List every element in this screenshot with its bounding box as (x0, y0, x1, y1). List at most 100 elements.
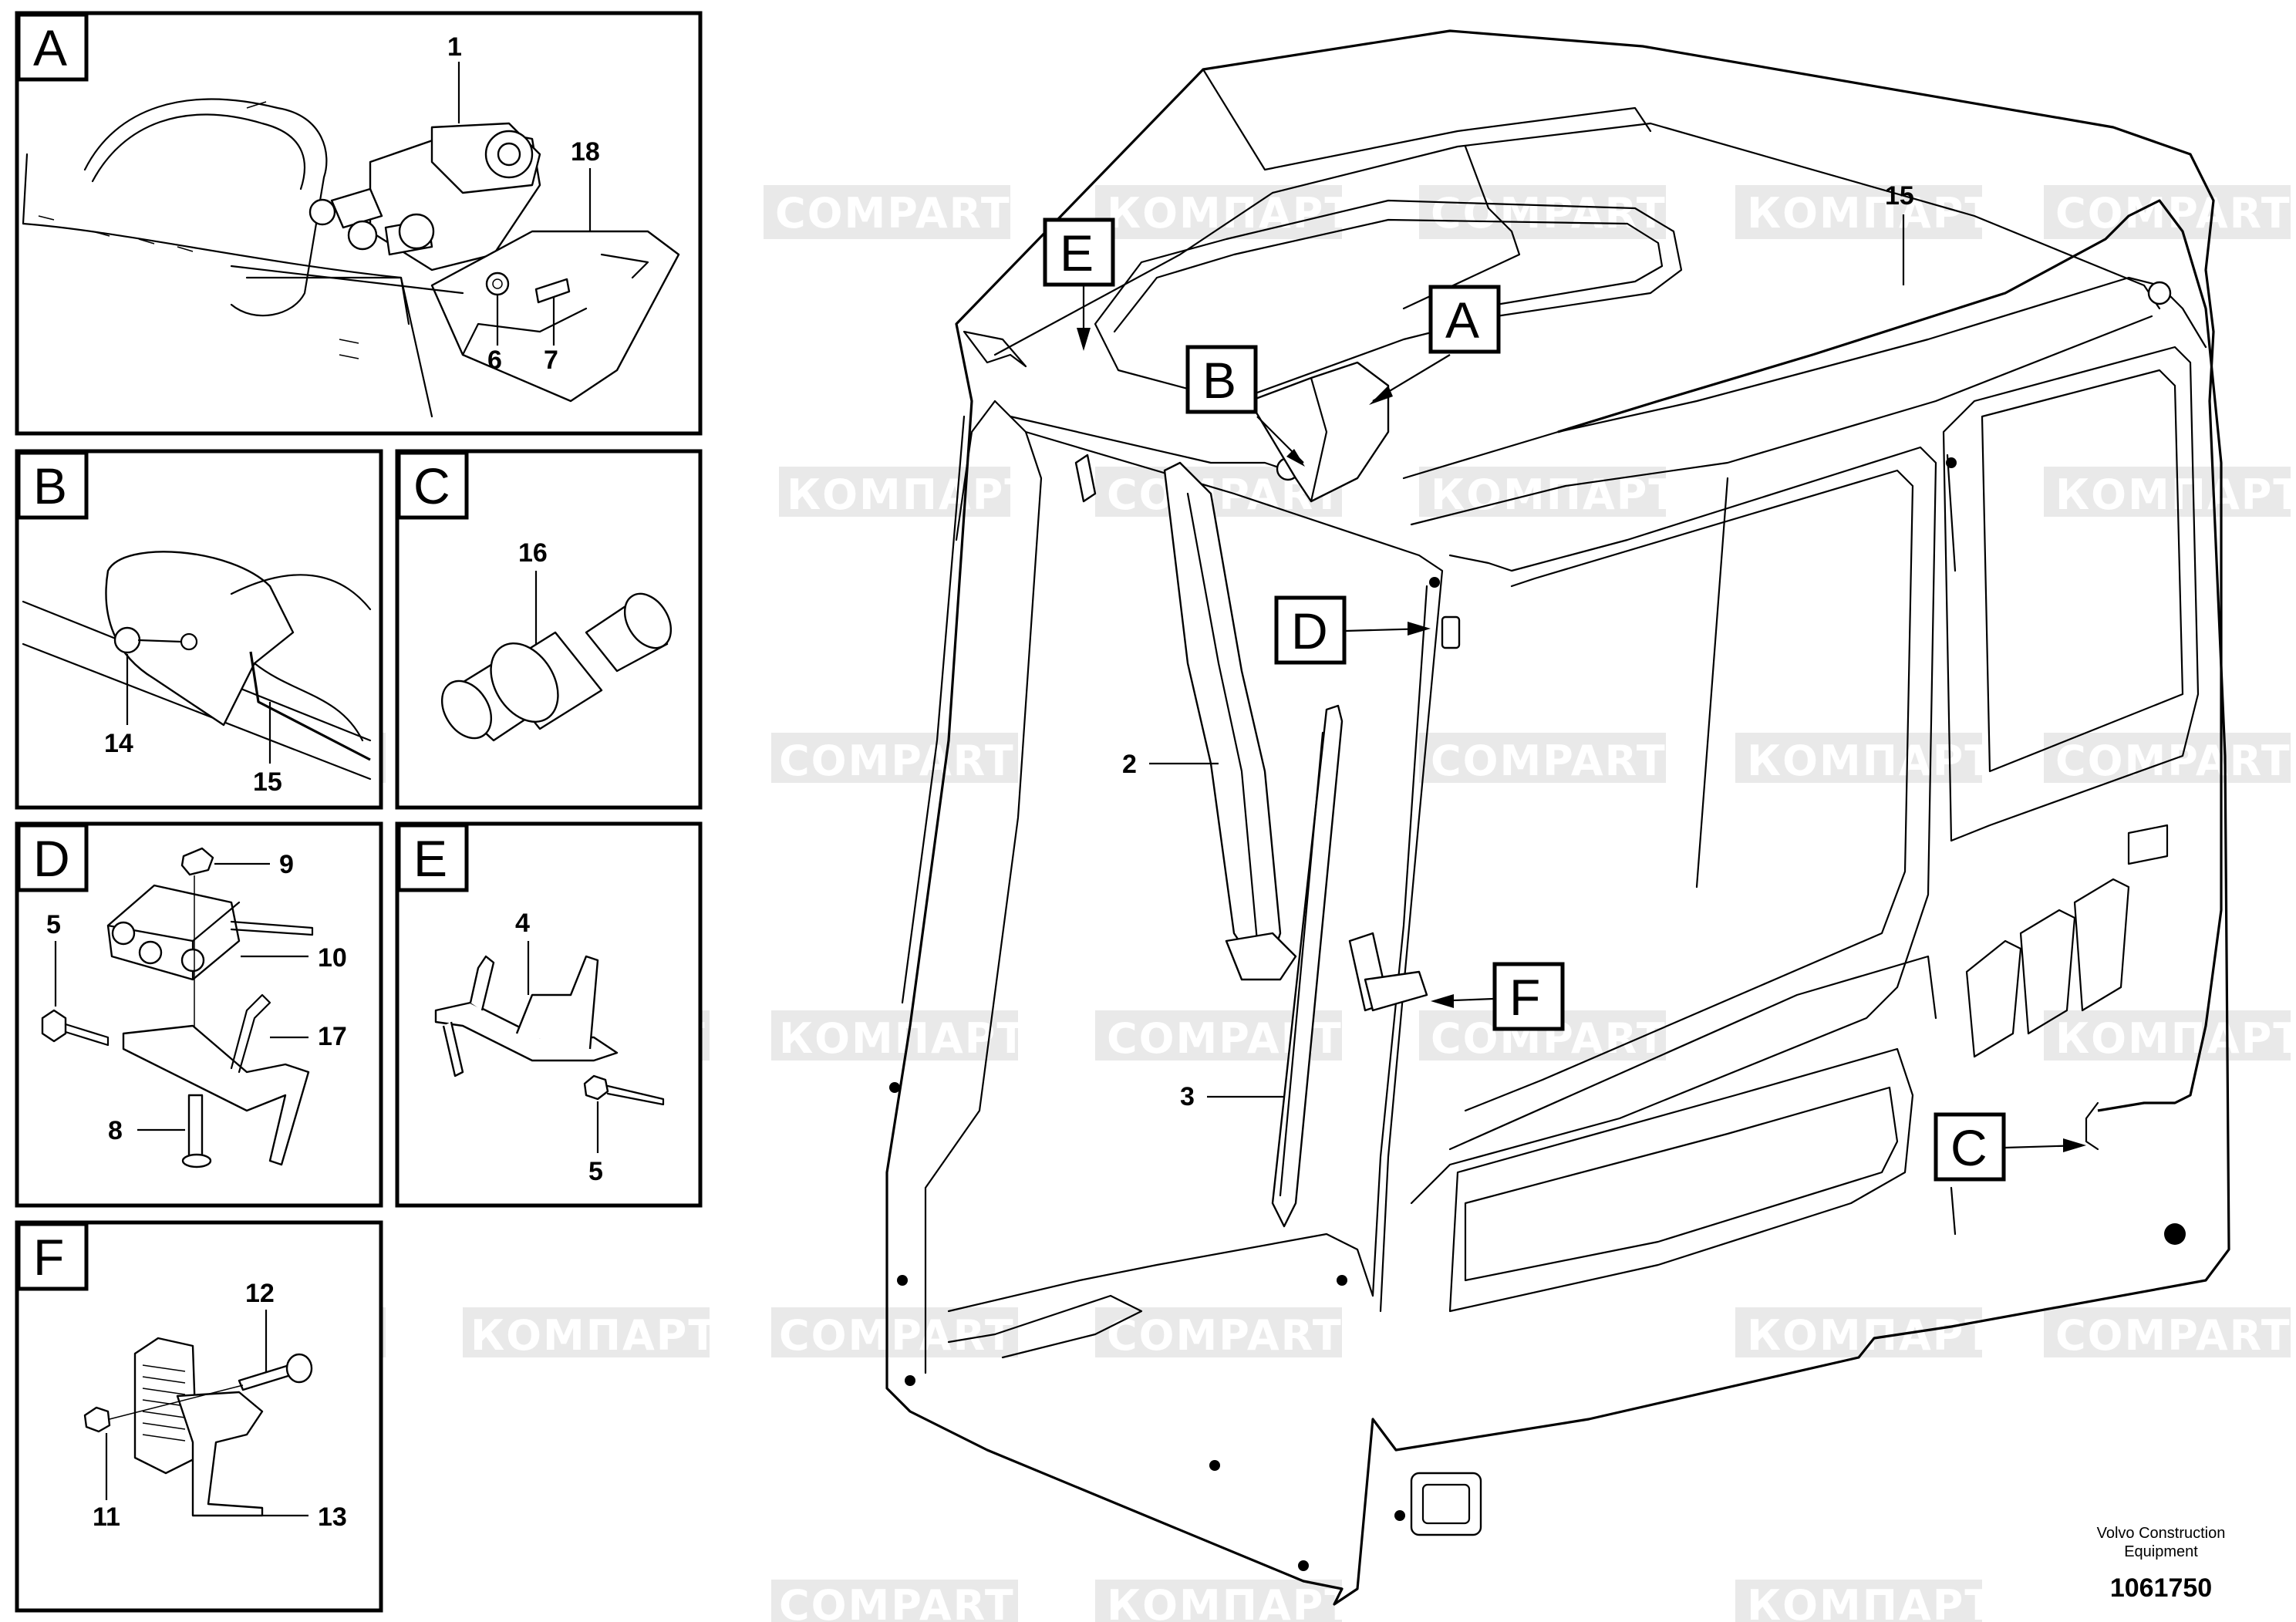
part-label: 17 (318, 1022, 347, 1051)
watermark-logo: КОМПАРТ (2044, 467, 2296, 519)
svg-text:КОМПАРТ: КОМПАРТ (2055, 1014, 2296, 1063)
part-label: 15 (1885, 181, 1914, 211)
part-label: 16 (518, 538, 548, 568)
watermark-logo: КОМПАРТ (1095, 1580, 1353, 1622)
panel-c: C 16 (395, 449, 703, 810)
bracket (176, 1391, 264, 1517)
svg-text:COMPART: COMPART (779, 737, 1015, 785)
panel-a: A 1 18 6 7 (15, 11, 703, 436)
part-label: 12 (245, 1279, 275, 1308)
svg-text:COMPART: COMPART (1431, 189, 1667, 238)
svg-text:КОМПАРТ: КОМПАРТ (787, 470, 1034, 519)
watermark-logo: КОМПАРТ (2044, 1010, 2296, 1063)
screw (41, 1009, 67, 1043)
part-label: 5 (588, 1157, 603, 1186)
svg-text:COMPART: COMPART (1431, 737, 1667, 785)
svg-text:COMPART: COMPART (779, 1581, 1015, 1622)
screw (583, 1074, 609, 1101)
footer: Volvo Construction Equipment 1061750 (2097, 1525, 2226, 1603)
svg-text:КОМПАРТ: КОМПАРТ (2055, 470, 2296, 519)
hose (249, 651, 371, 761)
company-name-line2: Equipment (2124, 1543, 2198, 1560)
callout-e (1043, 218, 1115, 287)
nut (113, 626, 141, 654)
part-label: 7 (544, 346, 558, 375)
callout-d-letter: D (1291, 602, 1328, 659)
door-handle (1410, 1472, 1482, 1536)
panel-f: F 12 11 13 (15, 1220, 383, 1613)
panel-b: B 14 15 (15, 449, 383, 810)
sensor-cover (105, 551, 295, 727)
bracket (122, 1024, 310, 1166)
part-label: 18 (571, 137, 600, 167)
callout-d (1274, 595, 1347, 665)
part-label: 4 (515, 909, 530, 938)
svg-text:COMPART: COMPART (779, 1311, 1015, 1360)
watermark-logo: COMPART (1419, 1010, 1666, 1063)
svg-text:КОМПАРТ: КОМПАРТ (779, 1014, 1027, 1063)
part-label: 1 (447, 32, 462, 62)
callout-c-letter: C (1950, 1119, 1988, 1176)
bracket (434, 955, 619, 1077)
svg-text:КОМПАРТ: КОМПАРТ (1747, 189, 1994, 238)
callout-e-letter: E (1060, 224, 1094, 282)
watermark-logo: КОМПАРТ (1735, 185, 1994, 239)
washer (485, 271, 510, 296)
svg-text:КОМПАРТ: КОМПАРТ (1747, 1311, 1994, 1360)
watermark-logo: COMPART (1419, 185, 1667, 239)
watermark-logo: КОМПАРТ (1735, 1307, 1994, 1360)
part-label: 11 (93, 1502, 120, 1532)
watermark-logo: COMPART (2044, 1307, 2291, 1360)
part-label: 6 (487, 346, 502, 375)
svg-text:КОМПАРТ: КОМПАРТ (470, 1311, 718, 1360)
panel-c-letter: C (413, 457, 450, 514)
part-label: 10 (318, 943, 347, 973)
hose-connector (440, 592, 673, 742)
panel-d-letter: D (33, 830, 70, 887)
watermark-logo: КОМПАРТ (771, 1010, 1027, 1063)
callout-a-letter: A (1445, 292, 1479, 349)
wiper-arm (1163, 461, 1282, 958)
drawing-number: 1061750 (2110, 1573, 2212, 1603)
part-label: 3 (1180, 1082, 1195, 1111)
watermark-logo: КОМПАРТ (1419, 467, 1678, 519)
motor-housing (1248, 361, 1390, 503)
panel-e: E 4 5 (395, 821, 703, 1208)
svg-text:COMPART: COMPART (1107, 1311, 1343, 1360)
part-label: 8 (108, 1116, 123, 1145)
cab-illustration (885, 29, 2230, 1606)
callout-b-letter: B (1202, 352, 1236, 409)
svg-text:COMPART: COMPART (775, 189, 1011, 238)
panel-b-letter: B (33, 457, 67, 514)
watermark-layer: COMPART COMPART КОМПАРТ COMPART КОМПАРТ … (69, 158, 2296, 1622)
company-name-line1: Volvo Construction (2097, 1525, 2226, 1542)
watermark-logo: COMPART (1419, 733, 1667, 785)
watermark-logo: COMPART (771, 1307, 1018, 1360)
watermark-logo: КОМПАРТ (1735, 1580, 1993, 1622)
screw (534, 278, 571, 304)
screw (187, 1094, 204, 1158)
part-label: 5 (46, 910, 61, 939)
svg-text:КОМПАРТ: КОМПАРТ (1431, 470, 1678, 519)
watermark-logo: COMPART (771, 733, 1018, 785)
watermark-logo: КОМПАРТ (463, 1307, 718, 1360)
svg-text:КОМПАРТ: КОМПАРТ (1747, 737, 1994, 785)
panel-a-letter: A (33, 19, 67, 76)
part-label: 9 (279, 850, 294, 879)
svg-text:COMPART: COMPART (2055, 737, 2291, 785)
part-label: 14 (104, 729, 133, 758)
watermark-logo: COMPART (771, 1580, 1018, 1622)
main-callouts: A B D E F C 15 2 3 (1043, 181, 2086, 1182)
callout-c (1934, 1112, 2006, 1182)
callout-a (1428, 285, 1501, 354)
part-label: 13 (318, 1502, 347, 1532)
nut (180, 847, 214, 876)
washer-hose (1557, 199, 2223, 1112)
part-label: 2 (1122, 750, 1137, 779)
panel-f-letter: F (33, 1229, 64, 1286)
svg-text:COMPART: COMPART (2055, 1311, 2291, 1360)
watermark-logo: COMPART (764, 185, 1011, 239)
svg-text:COMPART: COMPART (2055, 189, 2291, 238)
callout-f-letter: F (1509, 969, 1540, 1026)
